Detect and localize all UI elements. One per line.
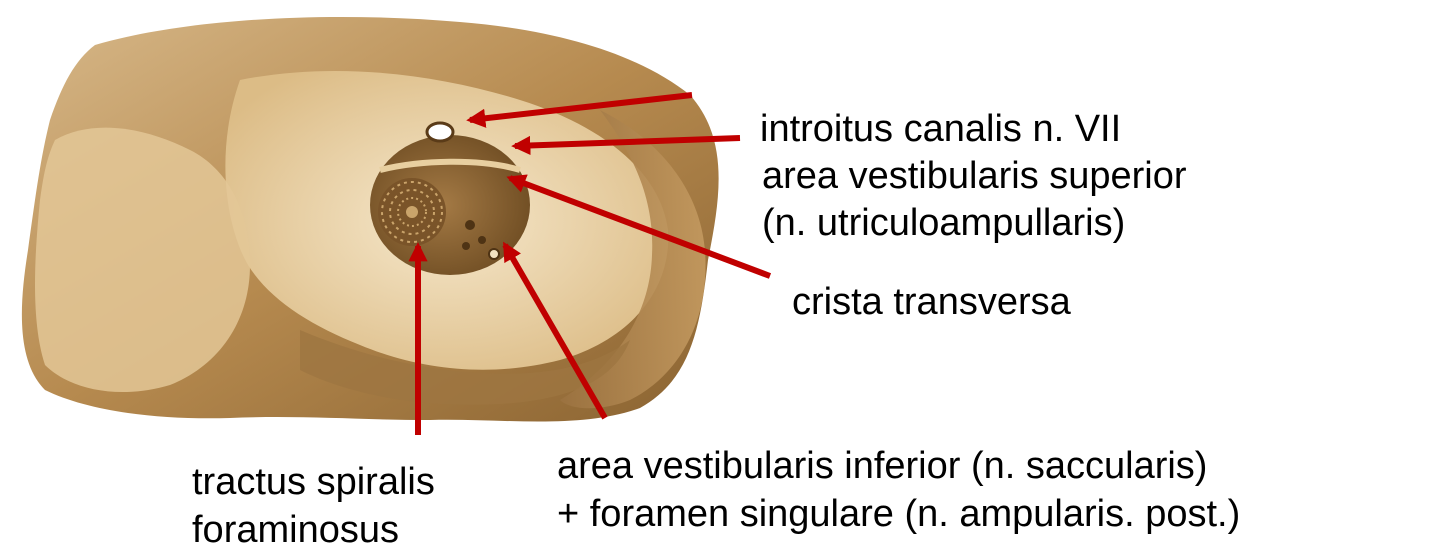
label-foraminosus: foraminosus [192,508,399,552]
facial-canal-opening [427,123,453,141]
label-area-vestibularis-inferior: area vestibularis inferior (n. sacculari… [557,444,1207,488]
tractus-spiralis-disk [378,178,446,246]
label-area-vestibularis-superior: area vestibularis superior [762,154,1187,198]
label-tractus-spiralis: tractus spiralis [192,460,435,504]
label-crista-transversa: crista transversa [792,280,1071,324]
label-foramen-singulare: + foramen singulare (n. ampularis. post.… [557,492,1240,536]
label-introitus-canalis: introitus canalis n. VII [760,107,1121,151]
label-n-utriculoampullaris: (n. utriculoampullaris) [762,201,1125,245]
